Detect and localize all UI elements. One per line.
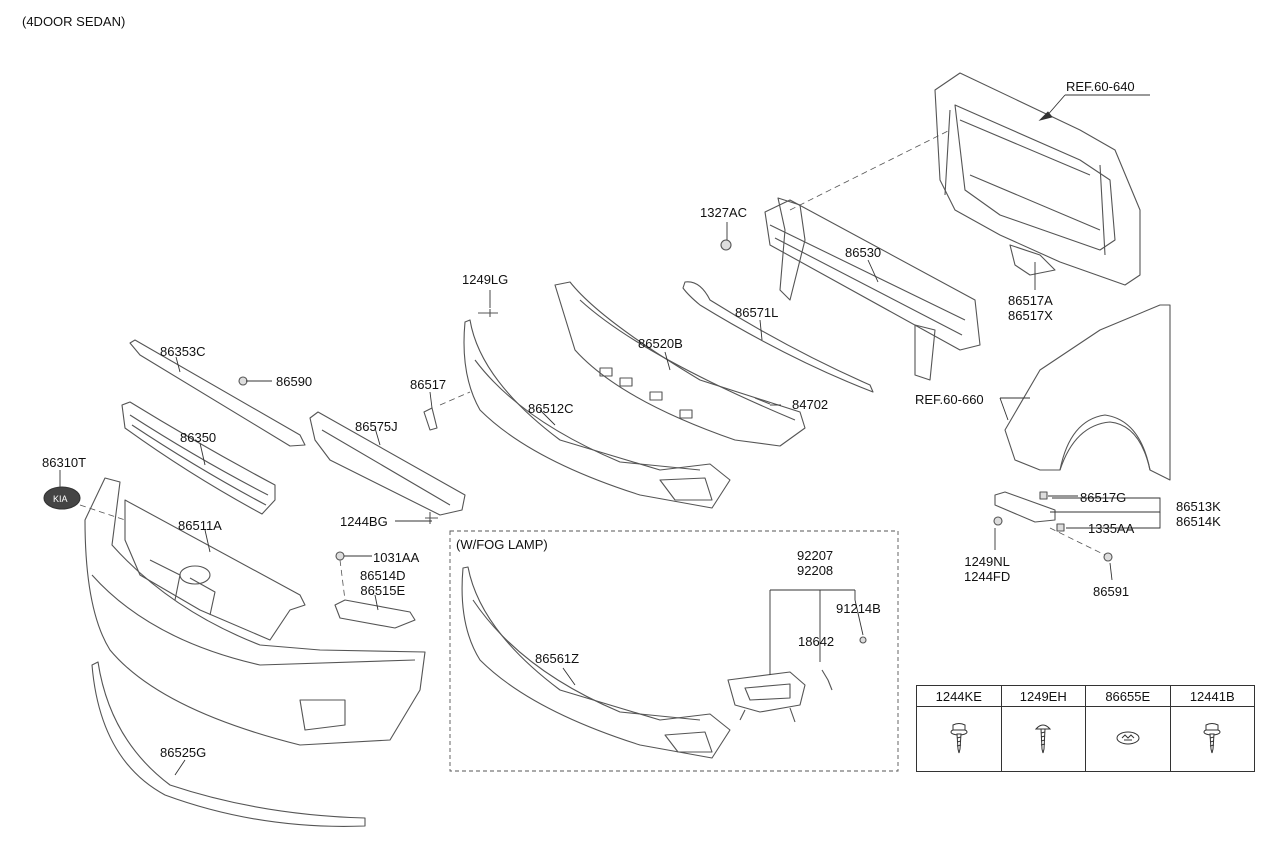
- hardware-header-86655e[interactable]: 86655E: [1085, 685, 1171, 707]
- bracket-86517a: [1009, 244, 1056, 276]
- label-86571l[interactable]: 86571L: [735, 305, 779, 320]
- label-86514k: 86514K: [1176, 514, 1221, 529]
- label-86515e: 86515E: [360, 583, 406, 598]
- label-86520b[interactable]: 86520B: [638, 336, 683, 351]
- screw-washer-icon: [950, 722, 968, 753]
- support-bracket: [309, 411, 466, 516]
- label-86350[interactable]: 86350: [180, 430, 217, 445]
- lower-lip: [91, 661, 366, 827]
- assembly-lines: [79, 129, 1106, 601]
- label-86525g[interactable]: 86525G: [160, 745, 207, 760]
- hardware-header-1249eh[interactable]: 1249EH: [1000, 685, 1086, 707]
- label-86517[interactable]: 86517: [410, 377, 447, 392]
- label-86513k-86514k[interactable]: 86513K 86514K: [1176, 499, 1221, 529]
- label-92207-92208[interactable]: 92207 92208: [797, 548, 833, 578]
- label-86517a-86517x[interactable]: 86517A 86517X: [1008, 293, 1053, 323]
- fender: [1004, 304, 1171, 481]
- bumper-cover: [84, 477, 426, 746]
- label-1335aa[interactable]: 1335AA: [1088, 521, 1135, 536]
- screw-icon: [1035, 724, 1052, 753]
- label-18642[interactable]: 18642: [798, 634, 835, 649]
- label-86530[interactable]: 86530: [845, 245, 882, 260]
- label-1249nl: 1249NL: [964, 554, 1010, 569]
- hardware-header-1244ke[interactable]: 1244KE: [916, 685, 1002, 707]
- side-bracket: [334, 599, 416, 629]
- label-86517x: 86517X: [1008, 308, 1053, 323]
- svg-text:KIA: KIA: [53, 494, 68, 504]
- screw-1244bg: [425, 512, 438, 524]
- label-1249nl-1244fd[interactable]: 1249NL 1244FD: [964, 554, 1010, 584]
- label-1249lg[interactable]: 1249LG: [462, 272, 509, 287]
- clip-84702: [754, 397, 771, 405]
- label-86310t[interactable]: 86310T: [42, 455, 87, 470]
- screw-washer-icon: [1203, 722, 1221, 753]
- label-86517g[interactable]: 86517G: [1080, 490, 1127, 505]
- label-1327ac[interactable]: 1327AC: [700, 205, 747, 220]
- bumper-rail: [463, 319, 731, 509]
- hardware-cell-1249eh: [1000, 706, 1086, 772]
- hardware-cell-1244ke: [916, 706, 1002, 772]
- label-86514d: 86514D: [360, 568, 406, 583]
- label-84702[interactable]: 84702: [792, 397, 829, 412]
- label-86512c[interactable]: 86512C: [528, 401, 574, 416]
- fog-lamp-box: [449, 530, 899, 772]
- label-86353c[interactable]: 86353C: [160, 344, 206, 359]
- label-86591[interactable]: 86591: [1093, 584, 1130, 599]
- clip-nut-icon: [1116, 731, 1140, 744]
- bolt-18642: [821, 669, 833, 691]
- fender-bracket: [994, 491, 1056, 523]
- label-92208: 92208: [797, 563, 834, 578]
- leader-lines: [59, 94, 1161, 776]
- fog-lamp: [727, 671, 806, 723]
- label-ref-60-640[interactable]: REF.60-640: [1066, 79, 1135, 94]
- back-beam: [764, 197, 981, 381]
- label-ref-60-660[interactable]: REF.60-660: [915, 392, 984, 407]
- label-91214b[interactable]: 91214B: [836, 601, 881, 616]
- label-86575j[interactable]: 86575J: [355, 419, 398, 434]
- hardware-cell-12441b: [1169, 706, 1255, 772]
- emblem: KIA: [43, 486, 81, 510]
- energy-absorber: [554, 281, 806, 447]
- label-1031aa[interactable]: 1031AA: [373, 550, 420, 565]
- page-title: (4DOOR SEDAN): [22, 14, 126, 29]
- clip-86517: [423, 407, 438, 431]
- hardware-header-12441b[interactable]: 12441B: [1169, 685, 1255, 707]
- label-86517a: 86517A: [1008, 293, 1053, 308]
- impact-strip: [682, 281, 874, 393]
- screw-1249lg: [478, 309, 498, 317]
- radiator-support: [934, 72, 1141, 286]
- label-86514d-86515e[interactable]: 86514D 86515E: [360, 568, 406, 598]
- fog-box-title: (W/FOG LAMP): [456, 537, 548, 552]
- hardware-cell-86655e: [1085, 706, 1171, 772]
- label-86561z[interactable]: 86561Z: [535, 651, 580, 666]
- label-86590[interactable]: 86590: [276, 374, 313, 389]
- label-86511a[interactable]: 86511A: [178, 518, 222, 533]
- hardware-icon-row: [916, 706, 1255, 772]
- radiator-grille: [121, 401, 276, 515]
- label-1244bg[interactable]: 1244BG: [340, 514, 388, 529]
- fasteners: [238, 239, 1113, 644]
- hardware-header-row: 1244KE 1249EH 86655E 12441B: [916, 685, 1255, 707]
- label-1244fd: 1244FD: [964, 569, 1011, 584]
- hardware-table: 1244KE 1249EH 86655E 12441B: [916, 685, 1255, 772]
- grille-bracket-upper: [129, 339, 306, 447]
- fog-bumper-rail: [461, 566, 731, 759]
- label-86513k: 86513K: [1176, 499, 1221, 514]
- label-92207: 92207: [797, 548, 834, 563]
